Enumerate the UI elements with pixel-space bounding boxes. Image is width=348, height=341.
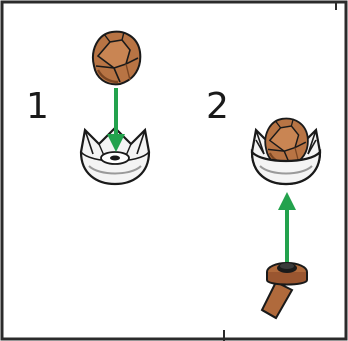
bud-piece-icon bbox=[91, 30, 142, 86]
arrow-down-icon bbox=[107, 88, 125, 152]
arrow-up-icon bbox=[278, 192, 296, 266]
axle-connector-icon bbox=[260, 262, 308, 320]
step-number-1: 1 bbox=[26, 86, 49, 127]
step-2-illustration bbox=[250, 117, 322, 320]
step-number-2: 2 bbox=[206, 86, 229, 127]
step-1-illustration bbox=[79, 30, 151, 186]
tulip-cup-icon bbox=[79, 126, 151, 186]
